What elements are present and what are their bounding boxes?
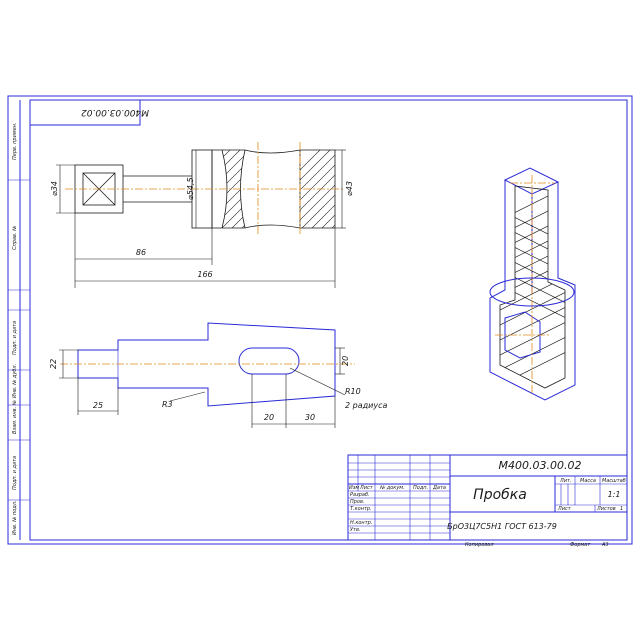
dim-r10: R10 xyxy=(345,387,361,396)
side-stamp-label-1: Перв. примен. xyxy=(12,122,18,160)
sheets-label: Листов xyxy=(596,506,616,512)
tb-col-izm: Изм xyxy=(349,485,359,491)
tb-col-date: Дата xyxy=(432,485,446,491)
side-stamp-label-2: Справ. № xyxy=(12,226,18,250)
mass-label: Масса xyxy=(580,478,596,484)
tb-row-utv: Утв. xyxy=(350,527,361,533)
tb-row-prov: Пров. xyxy=(350,499,365,505)
hatch-left xyxy=(221,149,246,229)
dim-two-radii: 2 радиуса xyxy=(345,401,387,410)
hatch-right xyxy=(299,150,335,228)
tb-col-doc: № докум. xyxy=(379,485,405,491)
dim-d34: ⌀34 xyxy=(50,181,59,196)
side-stamp-label-4: Инв. № дубл. xyxy=(12,364,18,398)
tb-col-list: Лист xyxy=(359,485,374,491)
mirrored-drawing-number: М400.03.00.02 xyxy=(81,107,149,117)
top-view: ⌀34 ⌀54,5 ⌀43 86 166 xyxy=(50,142,354,288)
side-stamp: Перв. примен. Справ. № Подп. и дата Инв.… xyxy=(7,96,30,540)
dim-r3: R3 xyxy=(162,400,173,409)
dim-30: 30 xyxy=(305,413,315,422)
tb-col-sign: Подп. xyxy=(413,485,428,491)
dim-20-horizontal: 20 xyxy=(264,413,274,422)
drawing-number: М400.03.00.02 xyxy=(499,459,582,472)
side-stamp-label-6: Подп. и дата xyxy=(12,456,18,490)
dim-86: 86 xyxy=(136,248,146,257)
isometric-view xyxy=(489,167,576,401)
scale-value: 1:1 xyxy=(608,490,621,499)
tb-row-razrab: Разраб. xyxy=(350,492,370,498)
material: БрО3Ц7С5Н1 ГОСТ 613-79 xyxy=(447,522,557,531)
dim-d54-5: ⌀54,5 xyxy=(186,177,195,200)
title-block: Изм Лист № докум. Подп. Дата Разраб. Про… xyxy=(347,454,628,548)
format-value: А3 xyxy=(601,542,609,548)
side-stamp-label-5: Взам. инв. № xyxy=(12,400,18,434)
inner-frame xyxy=(29,99,628,541)
part-name: Пробка xyxy=(473,487,527,503)
dim-22: 22 xyxy=(49,359,58,369)
lit-label: Лит. xyxy=(559,478,572,484)
side-stamp-label-7: Инв. № подл. xyxy=(12,501,18,536)
copied-label: Копировал xyxy=(465,542,494,548)
format-label: Формат xyxy=(570,542,591,548)
tb-row-nkontr: Н.контр. xyxy=(350,520,372,526)
side-view: 22 25 20 R3 R10 2 радиуса 20 30 xyxy=(49,322,387,428)
slot xyxy=(238,347,300,375)
side-outline xyxy=(77,322,336,407)
sheets-count: 1 xyxy=(620,506,623,512)
dim-d43: ⌀43 xyxy=(345,181,354,196)
mirrored-number-box: М400.03.00.02 xyxy=(29,100,149,126)
scale-label: Масштаб xyxy=(602,478,626,484)
dim-25: 25 xyxy=(93,401,103,410)
sheet-label: Лист xyxy=(557,506,572,512)
dim-166: 166 xyxy=(197,270,212,279)
outer-frame xyxy=(7,95,633,545)
side-stamp-label-3: Подп. и дата xyxy=(12,321,18,355)
tb-row-tkontr: Т.контр. xyxy=(350,506,372,512)
dim-20-vertical: 20 xyxy=(341,356,350,366)
